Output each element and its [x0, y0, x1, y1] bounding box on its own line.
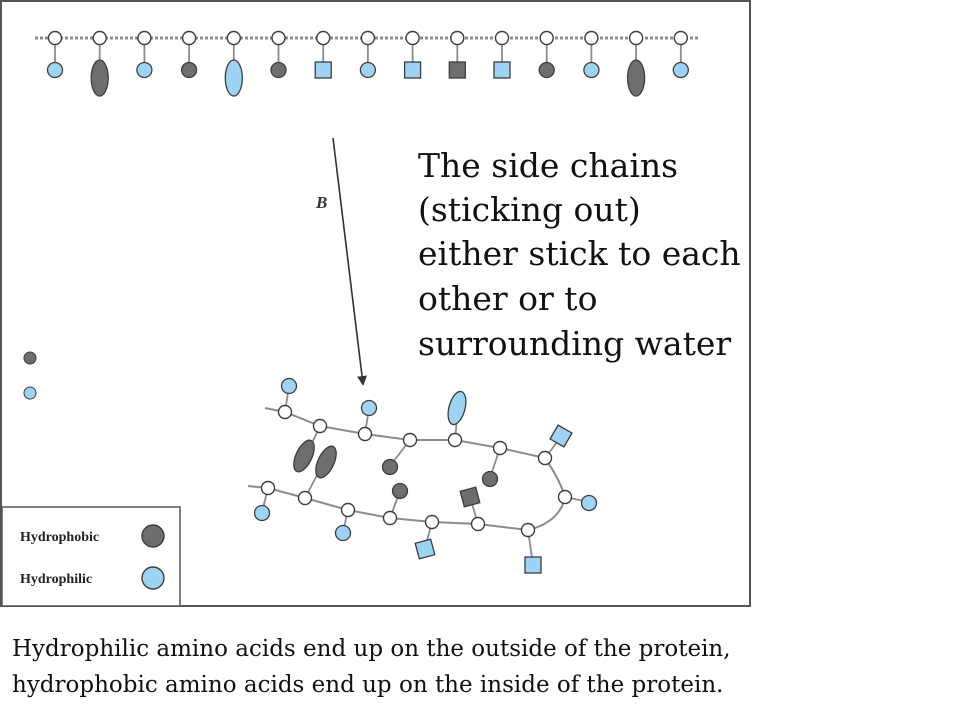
- residue-hydrophilic-circle: [46, 61, 64, 79]
- callout-line: surrounding water: [418, 324, 732, 363]
- legend: Hydrophobic Hydrophilic: [1, 506, 181, 607]
- backbone-node: [316, 30, 331, 46]
- residue-hydrophilic-circle: [672, 61, 689, 79]
- legend-hydrophobic-symbol: [141, 524, 165, 548]
- partial-hydrophobic-symbol: [23, 351, 37, 365]
- backbone-node: [628, 30, 644, 46]
- callout-line: The side chains: [418, 146, 679, 185]
- backbone-node: [226, 30, 242, 46]
- callout-line: either stick to each: [418, 234, 741, 273]
- residue-hydrophilic-square: [403, 61, 422, 79]
- backbone-node: [92, 30, 107, 46]
- legend-label-hydrophobic: Hydrophobic: [20, 530, 99, 545]
- backbone-node: [181, 30, 197, 46]
- residue-hydrophilic-circle: [583, 61, 600, 79]
- residue-hydrophobic-square: [448, 61, 466, 79]
- backbone-node: [47, 30, 63, 46]
- residue-hydrophilic-circle: [359, 61, 377, 79]
- folded-sidechain-bonds: [261, 385, 590, 566]
- backbone-node: [137, 30, 152, 46]
- backbone-node: [405, 30, 420, 46]
- residue-hydrophilic-ellipse: [224, 59, 243, 97]
- backbone-node: [360, 30, 376, 46]
- legend-label-hydrophilic: Hydrophilic: [20, 572, 92, 587]
- legend-box: [1, 506, 181, 607]
- callout-line: other or to: [418, 279, 598, 318]
- residue-hydrophobic-ellipse: [626, 59, 646, 97]
- residue-hydrophobic-ellipse: [90, 59, 109, 97]
- figure-frame: [0, 0, 751, 607]
- folded-protein: [247, 377, 598, 574]
- folded-hydrophilic-sidechains: [253, 377, 598, 574]
- residue-hydrophilic-circle: [136, 61, 153, 79]
- caption-line: Hydrophilic amino acids end up on the ou…: [12, 636, 731, 662]
- backbone-node: [271, 30, 286, 46]
- legend-hydrophilic-symbol: [141, 566, 165, 590]
- folded-hydrophobic-sidechains: [293, 439, 499, 508]
- residue-hydrophilic-square: [314, 61, 332, 79]
- backbone-node: [673, 30, 688, 46]
- residue-hydrophobic-circle: [180, 61, 198, 79]
- callout-line: (sticking out): [418, 190, 641, 229]
- partial-hydrophilic-symbol: [23, 386, 37, 400]
- unfolded-chain: [35, 30, 700, 97]
- residue-hydrophobic-circle: [270, 61, 287, 79]
- folding-arrow: [332, 137, 367, 386]
- backbone-node: [584, 30, 599, 46]
- caption-line: hydrophobic amino acids end up on the in…: [12, 672, 724, 698]
- backbone-node: [539, 30, 554, 46]
- backbone-node: [494, 30, 510, 46]
- folded-backbone-nodes: [260, 404, 573, 538]
- arrow-label: B: [315, 193, 327, 212]
- residue-hydrophilic-square: [493, 61, 511, 79]
- residue-hydrophobic-circle: [538, 61, 555, 79]
- backbone-node: [450, 30, 465, 46]
